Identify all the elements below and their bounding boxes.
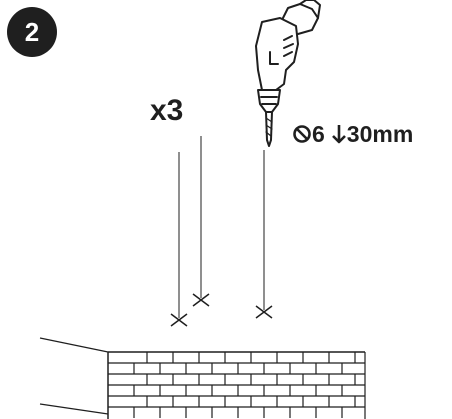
wall-edge [39,337,109,353]
chuck-icon [257,89,281,113]
guide-lines [178,136,265,318]
diameter-icon [293,125,311,143]
thumb-icon [299,0,321,19]
wall-edge [39,403,109,415]
drill-illustration [255,0,321,147]
hole-marks [170,293,273,327]
bricks [108,352,365,418]
step-badge: 2 [7,7,57,57]
diameter-value: 6 [312,120,325,147]
quantity-label: x3 [150,94,184,127]
arrow-down-icon [331,125,346,144]
cross-mark-icon [255,305,273,319]
drill-spec: 6 30mm [292,120,413,148]
trigger-icon [269,51,279,65]
cross-mark-icon [170,313,188,327]
cross-mark-icon [192,293,210,307]
grip-icon [283,35,294,57]
drill-body-icon [255,17,299,91]
brick-wall [39,337,366,419]
depth-value: 30mm [346,120,414,147]
step-number: 2 [24,16,40,47]
